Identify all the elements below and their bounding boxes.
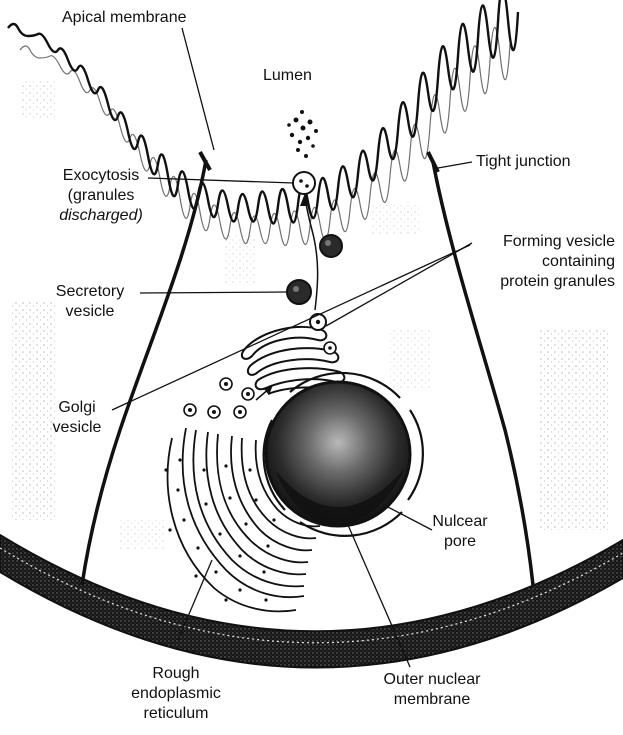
label-rough-er: Rough endoplasmic reticulum: [116, 664, 236, 724]
label-exocytosis-line3: discharged): [46, 206, 156, 226]
neighbor-cell-stipple-right: [540, 330, 610, 530]
label-outer-nuclear-membrane: Outer nuclear membrane: [372, 670, 492, 710]
label-rer-line1: Rough: [116, 664, 236, 684]
label-exocytosis-line2: (granules: [46, 186, 156, 206]
label-rer-line3: reticulum: [116, 704, 236, 724]
label-exocytosis-line1: Exocytosis: [46, 166, 156, 186]
secretory-vesicle-lower: [287, 280, 311, 304]
cytoplasm-stipple-c: [390, 330, 430, 390]
label-secretory-line2: vesicle: [40, 302, 140, 322]
label-lumen: Lumen: [263, 66, 312, 86]
label-outer-membrane-line1: Outer nuclear: [372, 670, 492, 690]
label-golgi-vesicle: Golgi vesicle: [42, 398, 112, 438]
label-secretory-vesicle: Secretory vesicle: [40, 282, 140, 322]
secretory-vesicle-upper: [320, 235, 342, 257]
neighbor-cell-stipple-left-top: [20, 80, 55, 120]
label-tight-junction: Tight junction: [476, 152, 571, 172]
cytoplasm-stipple-d: [120, 520, 165, 550]
label-nuclear-pore-line1: Nulcear: [420, 512, 500, 532]
label-golgi-line2: vesicle: [42, 418, 112, 438]
exocytosis-vesicle: [293, 172, 315, 194]
nucleus: [264, 373, 423, 536]
label-forming-vesicle-line1: Forming vesicle: [440, 232, 615, 252]
label-nuclear-pore-line2: pore: [420, 532, 500, 552]
label-secretory-line1: Secretory: [40, 282, 140, 302]
cytoplasm-stipple-b: [225, 235, 255, 285]
label-forming-vesicle-line3: protein granules: [440, 272, 615, 292]
label-rer-line2: endoplasmic: [116, 684, 236, 704]
label-nuclear-pore: Nulcear pore: [420, 512, 500, 552]
golgi-vesicles: [184, 378, 254, 418]
label-forming-vesicle-line2: containing: [440, 252, 615, 272]
label-outer-membrane-line2: membrane: [372, 690, 492, 710]
label-golgi-line1: Golgi: [42, 398, 112, 418]
cytoplasm-stipple-a: [370, 205, 420, 235]
label-apical-membrane: Apical membrane: [62, 8, 187, 28]
label-forming-vesicle: Forming vesicle containing protein granu…: [440, 232, 615, 292]
discharged-granules: [287, 110, 318, 158]
label-exocytosis: Exocytosis (granules discharged): [46, 166, 156, 226]
